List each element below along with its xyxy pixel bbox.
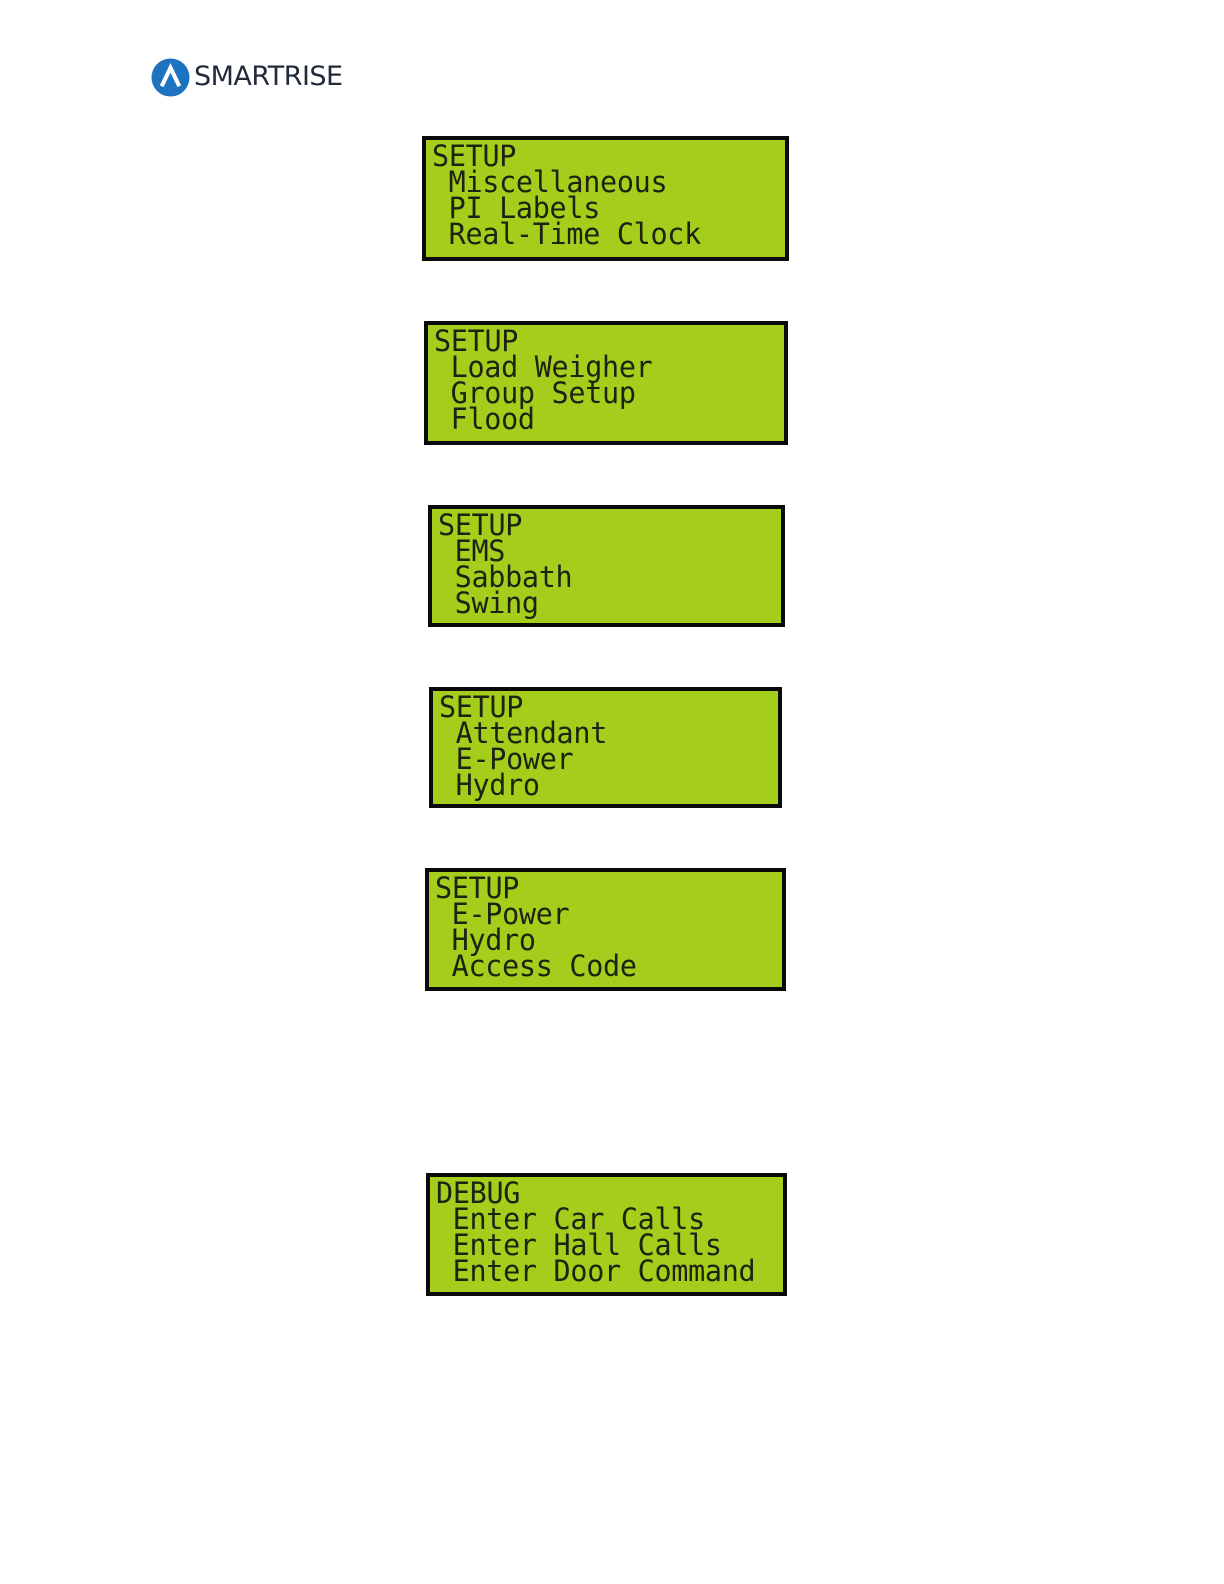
lcd-menu-item: Real-Time Clock <box>432 221 778 247</box>
lcd-screen-debug: DEBUG Enter Car Calls Enter Hall Calls E… <box>426 1173 787 1296</box>
lcd-menu-item: Swing <box>438 590 774 616</box>
lcd-screen-setup-2: SETUP Load Weigher Group Setup Flood <box>424 321 788 445</box>
lcd-screen-setup-5: SETUP E-Power Hydro Access Code <box>425 868 786 991</box>
brand-name: SMARTRISE <box>194 57 343 97</box>
lcd-screen-setup-3: SETUP EMS Sabbath Swing <box>428 505 785 627</box>
lcd-menu-item: Access Code <box>435 953 775 979</box>
lcd-menu-item: Flood <box>434 406 777 432</box>
smartrise-logo-icon <box>151 58 190 97</box>
smartrise-logo: SMARTRISE <box>151 57 343 97</box>
lcd-menu-item: Hydro <box>439 772 771 798</box>
lcd-screen-setup-4: SETUP Attendant E-Power Hydro <box>429 687 782 808</box>
lcd-menu-item: Enter Door Command <box>436 1258 776 1284</box>
lcd-screen-setup-1: SETUP Miscellaneous PI Labels Real-Time … <box>422 136 789 261</box>
